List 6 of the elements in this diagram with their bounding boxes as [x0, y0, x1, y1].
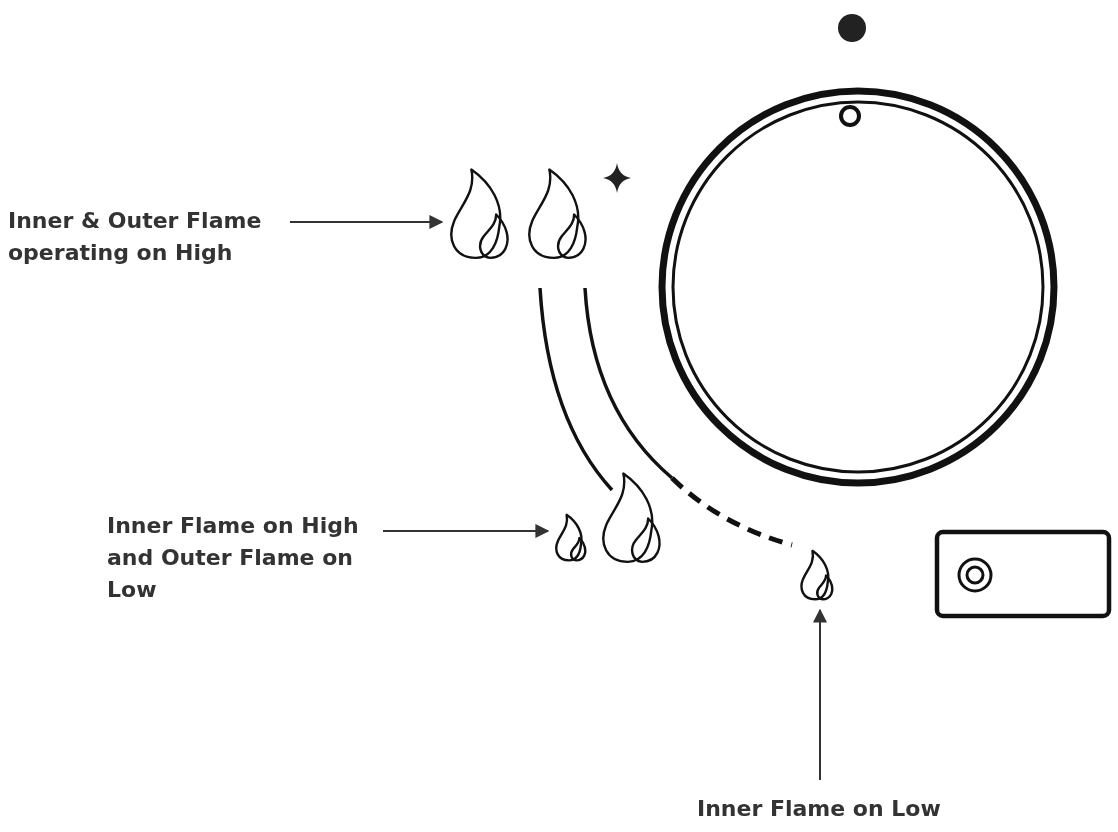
callout-text: Inner Flame on High and Outer Flame on Low	[107, 510, 379, 606]
arrow	[813, 608, 827, 781]
arrow	[382, 524, 550, 538]
callout-text: Inner & Outer Flame operating on High	[8, 205, 286, 269]
arrow	[289, 215, 444, 229]
callout-text: Inner Flame on Low	[697, 793, 967, 825]
